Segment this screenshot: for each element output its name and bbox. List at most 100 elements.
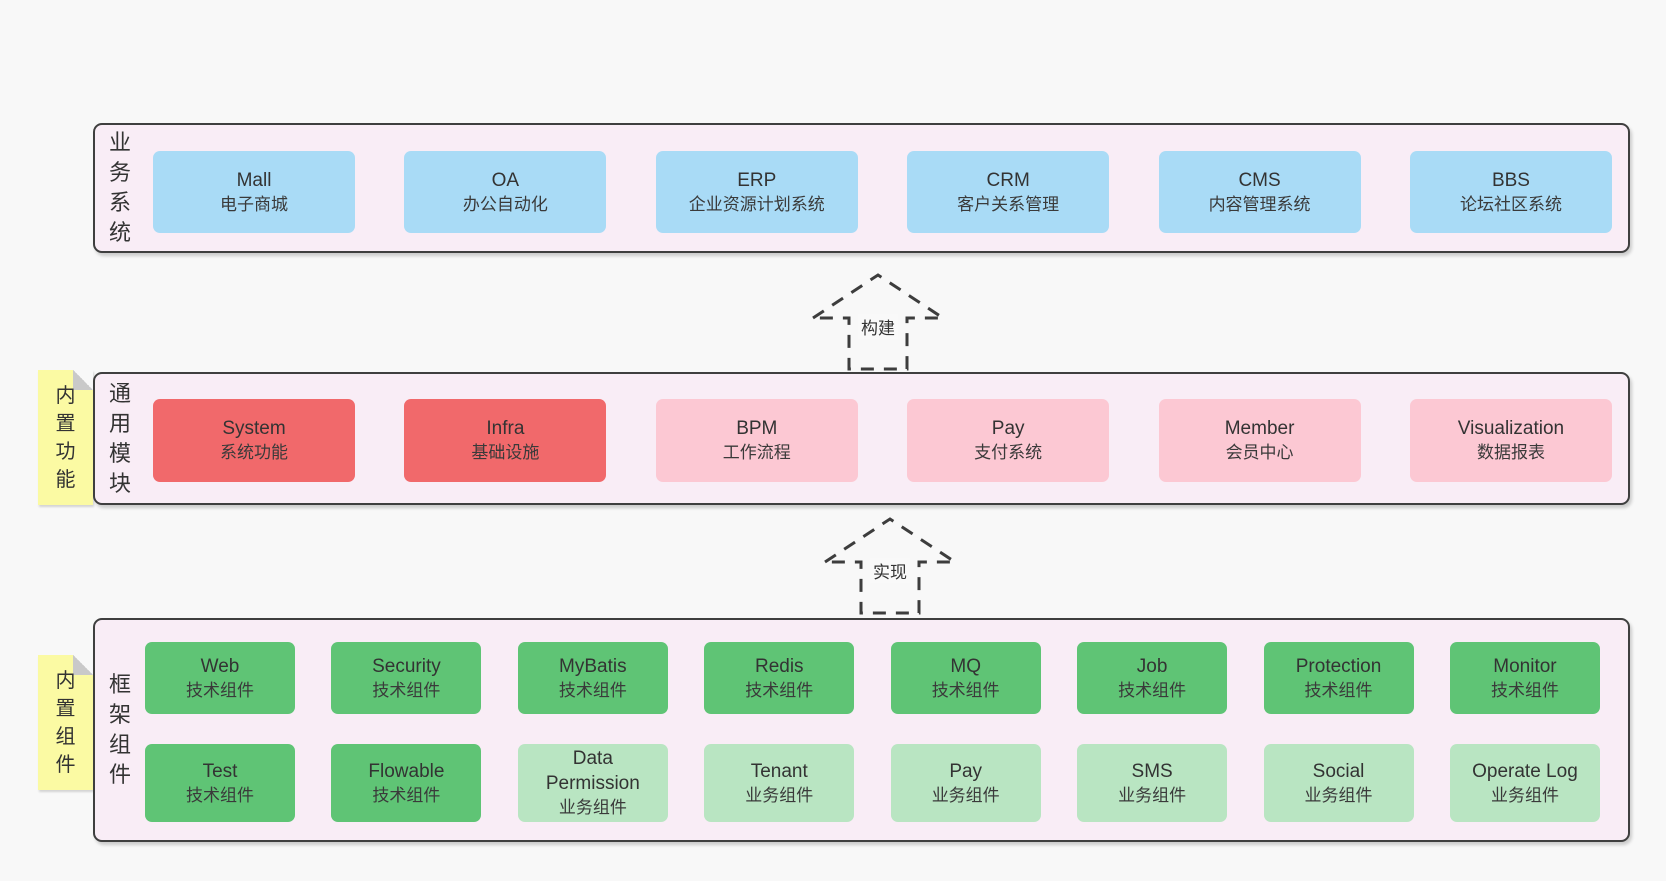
box-security: Security 技术组件 — [331, 642, 482, 714]
box-name: Job — [1136, 655, 1168, 677]
box-mall: Mall 电子商城 — [153, 151, 355, 233]
box-subtitle: 电子商城 — [220, 194, 288, 214]
box-subtitle: 技术组件 — [1490, 680, 1559, 700]
dashed-up-arrow-icon — [810, 273, 946, 371]
box-infra: Infra 基础设施 — [404, 399, 607, 482]
box-subtitle: 办公自动化 — [462, 194, 548, 214]
folded-corner-icon — [73, 370, 93, 390]
box-name: Monitor — [1493, 655, 1557, 677]
box-subtitle: 技术组件 — [186, 785, 254, 805]
box-name: Web — [200, 655, 240, 677]
box-name: Protection — [1295, 655, 1382, 677]
sticky-built-in-components: 内置组件 — [38, 655, 93, 790]
box-name: Social — [1312, 760, 1365, 782]
box-tenant: Tenant 业务组件 — [704, 744, 855, 822]
box-mybatis: MyBatis 技术组件 — [517, 642, 668, 714]
box-subtitle: 技术组件 — [931, 680, 1000, 700]
box-name: Mall — [236, 169, 272, 191]
framework-components-row-2: Test 技术组件 Flowable 技术组件 Data Permission … — [145, 744, 1600, 822]
box-subtitle: 工作流程 — [722, 443, 791, 462]
box-erp: ERP 企业资源计划系统 — [655, 151, 858, 233]
box-name: Test — [202, 760, 238, 782]
box-crm: CRM 客户关系管理 — [907, 151, 1110, 233]
box-pay-component: Pay 业务组件 — [890, 744, 1041, 822]
box-name: BPM — [736, 418, 778, 439]
box-name: Infra — [486, 418, 525, 439]
box-subtitle: 技术组件 — [745, 680, 814, 700]
box-bbs: BBS 论坛社区系统 — [1409, 151, 1612, 233]
band-label-business-systems: 业务系统 — [108, 130, 131, 245]
box-pay-module: Pay 支付系统 — [907, 399, 1110, 482]
build-arrow-label: 构建 — [858, 314, 898, 339]
box-test: Test 技术组件 — [145, 744, 295, 822]
band-label-common-modules: 通用模块 — [108, 380, 131, 496]
box-subtitle: 技术组件 — [372, 785, 441, 805]
box-sms: SMS 业务组件 — [1077, 744, 1228, 822]
box-redis: Redis 技术组件 — [704, 642, 855, 714]
box-subtitle: 业务组件 — [558, 798, 627, 817]
sticky-label: 内置功能 — [55, 384, 76, 491]
box-name: Flowable — [368, 760, 445, 782]
folded-corner-icon — [73, 655, 93, 675]
box-bpm: BPM 工作流程 — [655, 399, 858, 482]
box-name: CRM — [986, 169, 1030, 191]
box-name: OA — [491, 169, 520, 191]
box-web: Web 技术组件 — [145, 642, 295, 714]
box-subtitle: 系统功能 — [220, 443, 288, 462]
box-subtitle: 客户关系管理 — [957, 194, 1060, 214]
box-subtitle: 技术组件 — [558, 680, 627, 700]
box-name: Operate Log — [1472, 760, 1578, 782]
box-subtitle: 业务组件 — [1304, 785, 1373, 805]
box-subtitle: 业务组件 — [745, 785, 814, 805]
box-monitor: Monitor 技术组件 — [1449, 642, 1600, 714]
box-mq: MQ 技术组件 — [890, 642, 1041, 714]
box-subtitle: 业务组件 — [1118, 785, 1187, 805]
box-name: System — [222, 418, 286, 439]
box-name: Security — [372, 655, 441, 677]
common-modules-row: System 系统功能 Infra 基础设施 BPM 工作流程 Pay 支付系统… — [153, 399, 1612, 482]
build-arrow: 构建 — [810, 272, 946, 372]
box-visualization: Visualization 数据报表 — [1409, 399, 1612, 482]
box-name: Pay — [991, 418, 1025, 439]
box-job: Job 技术组件 — [1077, 642, 1228, 714]
box-data-permission: Data Permission 业务组件 — [517, 744, 668, 822]
box-subtitle: 技术组件 — [1304, 680, 1373, 700]
box-subtitle: 支付系统 — [974, 443, 1043, 462]
box-name: MQ — [950, 655, 981, 677]
implement-arrow: 实现 — [822, 516, 958, 616]
box-name: BBS — [1491, 169, 1530, 191]
box-subtitle: 内容管理系统 — [1208, 194, 1311, 214]
box-oa: OA 办公自动化 — [404, 151, 607, 233]
box-name: MyBatis — [559, 655, 627, 677]
box-subtitle: 数据报表 — [1476, 443, 1545, 462]
box-flowable: Flowable 技术组件 — [331, 744, 482, 822]
box-name: Pay — [949, 760, 983, 782]
box-name: CMS — [1238, 169, 1281, 191]
business-systems-row: Mall 电子商城 OA 办公自动化 ERP 企业资源计划系统 CRM 客户关系… — [153, 151, 1612, 233]
box-name: Member — [1224, 418, 1295, 439]
box-member: Member 会员中心 — [1158, 399, 1361, 482]
box-social: Social 业务组件 — [1263, 744, 1414, 822]
band-business-systems: 业务系统 Mall 电子商城 OA 办公自动化 ERP 企业资源计划系统 CRM… — [93, 123, 1630, 253]
box-name: Tenant — [750, 760, 808, 782]
box-operate-log: Operate Log 业务组件 — [1449, 744, 1600, 822]
box-protection: Protection 技术组件 — [1263, 642, 1414, 714]
implement-arrow-label: 实现 — [870, 558, 910, 583]
dashed-up-arrow-icon — [822, 517, 958, 615]
sticky-label: 内置组件 — [55, 669, 76, 776]
box-name: Visualization — [1457, 418, 1565, 439]
sticky-built-in-features: 内置功能 — [38, 370, 93, 505]
box-subtitle: 业务组件 — [1490, 785, 1559, 805]
band-framework-components: 框架组件 Web 技术组件 Security 技术组件 MyBatis 技术组件… — [93, 618, 1630, 842]
band-label-framework-components: 框架组件 — [108, 672, 131, 787]
box-system: System 系统功能 — [153, 399, 355, 482]
box-subtitle: 会员中心 — [1225, 443, 1294, 462]
box-subtitle: 基础设施 — [471, 443, 540, 462]
box-cms: CMS 内容管理系统 — [1158, 151, 1361, 233]
box-subtitle: 技术组件 — [1118, 680, 1187, 700]
framework-components-row-1: Web 技术组件 Security 技术组件 MyBatis 技术组件 Redi… — [145, 642, 1600, 714]
box-name: SMS — [1131, 760, 1173, 782]
box-subtitle: 业务组件 — [931, 785, 1000, 805]
box-subtitle: 论坛社区系统 — [1459, 194, 1562, 214]
